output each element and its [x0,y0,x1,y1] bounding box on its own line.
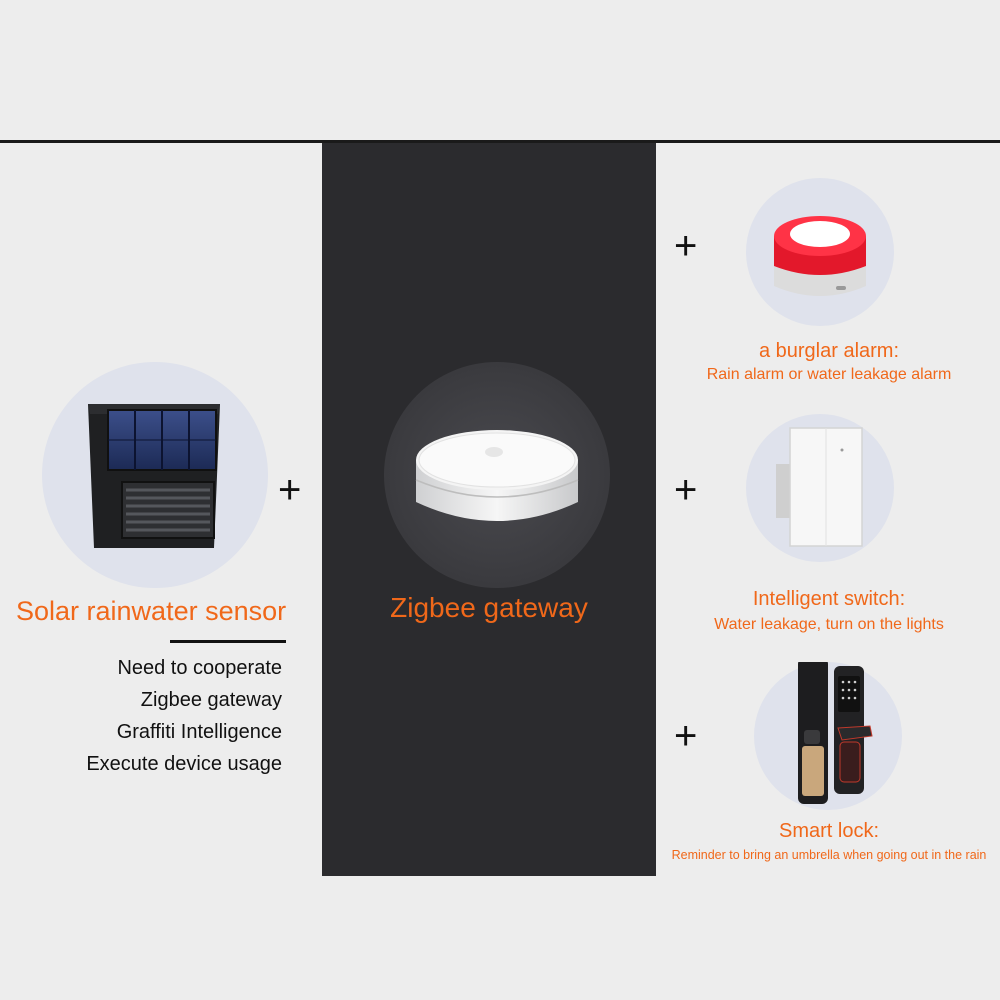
sensor-description-line: Execute device usage [86,753,282,775]
lock-image-circle [754,658,902,810]
plus-sign-lock: + [674,714,698,758]
sensor-description-line: Graffiti Intelligence [116,721,282,743]
gateway-title: Zigbee gateway [390,592,588,623]
lock-title: Smart lock: [778,820,880,842]
switch-title: Intelligent switch: [752,588,906,610]
alarm-image-circle [746,178,894,326]
gateway-image-circle [384,362,610,588]
plus-sign-alarm: + [674,224,698,268]
solar-sensor-image [88,404,220,548]
sensor-description: Need to cooperate Zigbee gateway Graffit… [86,652,282,780]
sensor-description-line: Zigbee gateway [140,689,282,711]
sensor-image-circle [42,362,268,588]
zigbee-gateway-image [415,430,579,521]
switch-subtitle: Water leakage, turn on the lights [714,616,944,633]
switch-image-circle [746,414,894,562]
plus-sign-left: + [278,468,302,512]
sensor-title: Solar rainwater sensor [16,596,287,626]
intelligent-switch-image [776,427,863,547]
burglar-alarm-image [774,216,866,296]
sensor-title-underline [170,640,286,643]
smart-lock-image [798,658,873,804]
top-divider [0,140,1000,143]
plus-sign-switch: + [674,468,698,512]
sensor-description-line: Need to cooperate [117,657,282,679]
alarm-subtitle: Rain alarm or water leakage alarm [706,366,952,383]
lock-subtitle: Reminder to bring an umbrella when going… [671,848,987,862]
alarm-title: a burglar alarm: [758,340,900,362]
